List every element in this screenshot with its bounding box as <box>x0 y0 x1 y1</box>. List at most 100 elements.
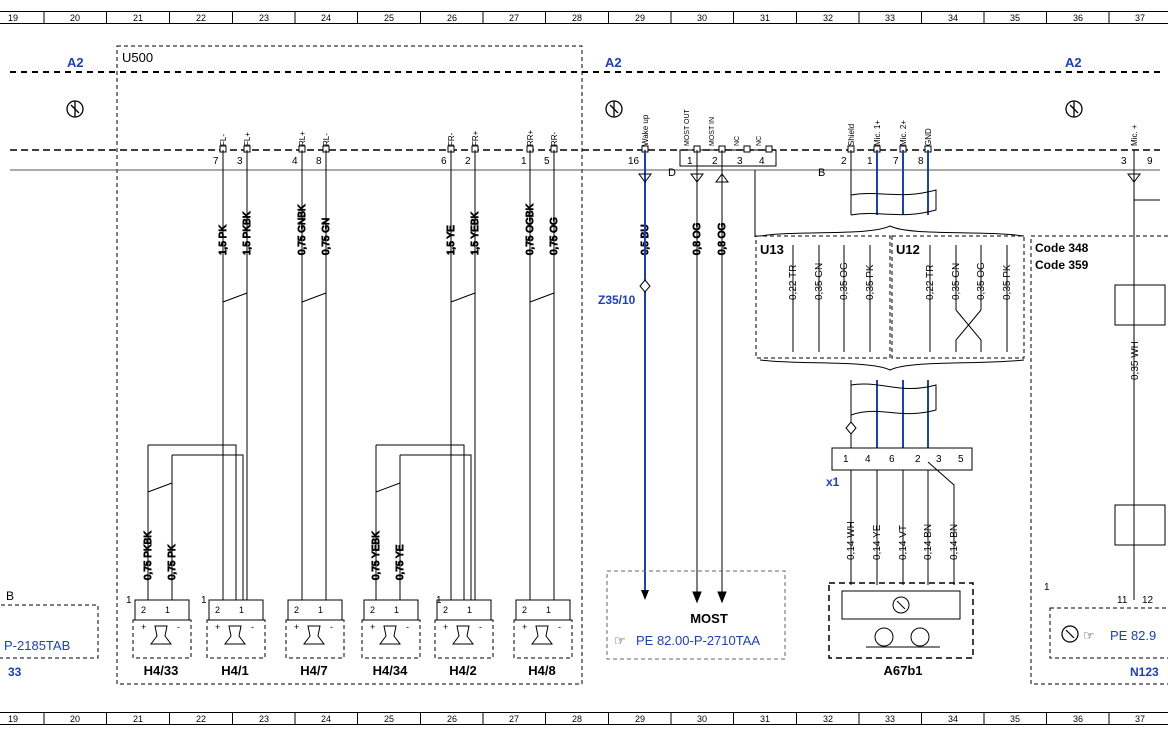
grid-col-bottom: 19 <box>8 714 18 724</box>
box-pin-number: 1 <box>436 595 442 606</box>
speaker-plus: + <box>141 622 146 632</box>
u13-box <box>755 235 891 359</box>
x1-pin: 2 <box>915 454 921 465</box>
speaker-minus: - <box>558 622 561 632</box>
wire-label-lower: 0,75 PK <box>167 544 178 580</box>
grid-col-top: 21 <box>133 13 143 23</box>
speaker-plus: + <box>443 622 448 632</box>
grid-col-bottom: 29 <box>635 714 645 724</box>
pin-number: 3 <box>237 156 243 167</box>
mic-pin-number: 2 <box>841 156 847 167</box>
pin-name-label: RR- <box>550 131 559 146</box>
speaker-pin-2: 2 <box>294 605 299 615</box>
grid-col-top: 28 <box>572 13 582 23</box>
d-label: D <box>668 167 676 179</box>
most-pin-number: 2 <box>712 156 718 167</box>
grid-col-top: 29 <box>635 13 645 23</box>
most-pin-name: NC <box>756 136 763 146</box>
pin-number: 16 <box>628 156 640 167</box>
speaker-icon <box>150 625 172 645</box>
speaker-pin-1: 1 <box>394 605 399 615</box>
grid-col-bottom: 30 <box>697 714 707 724</box>
wire-label: 0,75 OGBK <box>525 204 536 255</box>
a67b1-box <box>828 582 974 659</box>
wire-label: 1,5 YEBK <box>470 211 481 255</box>
speaker-pin-1: 1 <box>239 605 244 615</box>
speaker-box <box>513 619 573 659</box>
grid-bottom <box>0 712 1168 725</box>
right-side-wires <box>1114 150 1166 600</box>
x1-pin: 1 <box>843 454 849 465</box>
most-pin-number: 4 <box>759 156 765 167</box>
speaker-plus: + <box>370 622 375 632</box>
grid-col-bottom: 34 <box>948 714 958 724</box>
wire-label-lower: 0,75 YEBK <box>371 531 382 580</box>
grid-col-top: 37 <box>1135 13 1145 23</box>
right-ref-box <box>1049 607 1168 659</box>
grid-col-bottom: 20 <box>70 714 80 724</box>
most-pin-terminal <box>743 145 751 153</box>
pin-name-label: FL+ <box>243 132 252 146</box>
grid-col-bottom: 33 <box>885 714 895 724</box>
u500-label: U500 <box>122 50 153 65</box>
speaker-label: H4/34 <box>373 663 408 678</box>
speaker-box <box>285 619 345 659</box>
mic-pin-name: GND <box>924 128 933 146</box>
wire-label: 0,75 OG <box>549 217 560 255</box>
right-pin-number: 9 <box>1147 156 1153 167</box>
grid-col-top: 35 <box>1010 13 1020 23</box>
grid-col-bottom: 31 <box>760 714 770 724</box>
left-ref-text[interactable]: P-2185TAB <box>4 638 70 653</box>
mic-pin-number: 8 <box>918 156 924 167</box>
wire-label-lower: 0,75 PKBK <box>143 531 154 580</box>
splice-label: Z35/10 <box>598 293 636 307</box>
grid-col-top: 23 <box>259 13 269 23</box>
right-pin-name: Mic. + <box>1130 124 1139 146</box>
x1-wire-label: 0,14 WH <box>846 521 857 560</box>
grid-col-bottom: 23 <box>259 714 269 724</box>
grid-top <box>0 11 1168 24</box>
wire-label: 0,75 GNBK <box>297 204 308 255</box>
most-wires <box>690 150 729 604</box>
grid-col-bottom: 37 <box>1135 714 1145 724</box>
grid-col-top: 32 <box>823 13 833 23</box>
u13-label: U13 <box>760 242 784 257</box>
ground-ref-icon <box>1061 625 1079 643</box>
grid-col-top: 19 <box>8 13 18 23</box>
most-connector <box>679 149 777 167</box>
speaker-pin-1: 1 <box>467 605 472 615</box>
wire-label: 0,75 GN <box>321 218 332 255</box>
grid-col-top: 25 <box>384 13 394 23</box>
speaker-minus: - <box>251 622 254 632</box>
grid-col-top: 34 <box>948 13 958 23</box>
a2-label-right: A2 <box>1065 55 1082 70</box>
u-wires: 0,22 TR0,35 GN0,35 OG0,35 PK0,22 TR0,35 … <box>788 245 1013 352</box>
pin-number: 1 <box>521 156 527 167</box>
grid-col-top: 31 <box>760 13 770 23</box>
speaker-pin-1: 1 <box>318 605 323 615</box>
pin-name-label: FR+ <box>471 130 480 146</box>
right-ref-text[interactable]: PE 82.9 <box>1110 628 1156 643</box>
most-pin-name: MOST OUT <box>684 108 691 146</box>
grid-col-bottom: 22 <box>196 714 206 724</box>
speaker-icon <box>531 625 553 645</box>
code-359: Code 359 <box>1035 258 1089 272</box>
most-title: MOST <box>690 611 728 626</box>
most-ref[interactable]: PE 82.00-P-2710TAA <box>636 633 760 648</box>
speaker-plus: + <box>294 622 299 632</box>
code-box <box>1030 235 1168 685</box>
speaker-label: H4/2 <box>449 663 476 678</box>
box-pin-number: 1 <box>126 595 132 606</box>
grid-col-bottom: 26 <box>447 714 457 724</box>
grid-col-top: 30 <box>697 13 707 23</box>
pin-name-label: FL- <box>219 134 228 146</box>
grid-col-bottom: 35 <box>1010 714 1020 724</box>
pin-number: 5 <box>544 156 550 167</box>
hand-icon-right: ☞ <box>1083 628 1095 643</box>
a67b1-label: A67b1 <box>883 663 922 678</box>
x1-connector <box>831 447 973 471</box>
most-pin-name: MOST IN <box>709 117 716 146</box>
speaker-label: H4/7 <box>300 663 327 678</box>
